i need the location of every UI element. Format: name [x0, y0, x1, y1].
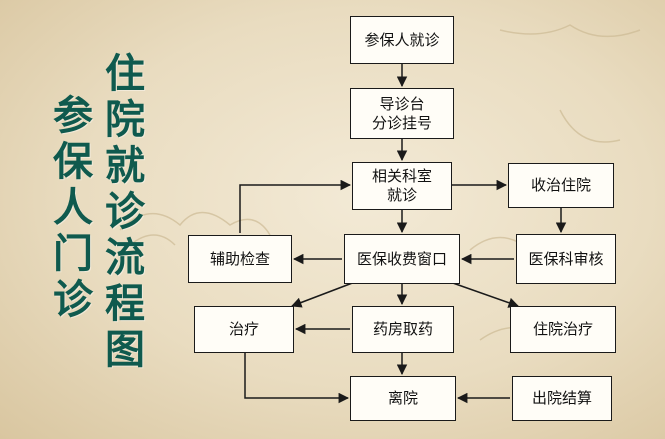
node-n7: 医保科审核	[516, 234, 616, 284]
node-n1-label: 参保人就诊	[364, 30, 440, 49]
node-n3-label-1: 相关科室	[371, 167, 432, 186]
node-n2-label-2: 分诊挂号	[371, 113, 432, 132]
node-n6-label: 医保收费窗口	[356, 249, 447, 268]
node-n1: 参保人就诊	[350, 16, 454, 64]
node-n6: 医保收费窗口	[344, 234, 460, 284]
node-n4: 收治住院	[508, 163, 614, 208]
node-n2: 导诊台 分诊挂号	[350, 88, 454, 139]
edge-n5-n3	[239, 179, 352, 233]
node-n9: 药房取药	[352, 306, 454, 353]
node-n10-label: 住院治疗	[532, 320, 593, 339]
node-n8-label: 治疗	[228, 320, 259, 339]
node-n2-label-1: 导诊台	[379, 94, 425, 113]
edge-n6-n8	[291, 281, 356, 308]
node-n8: 治疗	[194, 306, 294, 353]
node-n4-label: 收治住院	[530, 176, 591, 195]
node-n11: 离院	[350, 376, 456, 421]
diagram-title: 住院就诊流程图	[98, 52, 144, 374]
node-n12: 出院结算	[512, 376, 612, 421]
node-n5: 辅助检查	[188, 235, 292, 283]
node-n3-label-2: 就诊	[386, 186, 417, 204]
node-n10: 住院治疗	[510, 306, 616, 353]
node-n11-label: 离院	[387, 389, 418, 408]
node-n9-label: 药房取药	[372, 320, 433, 339]
node-n3: 相关科室 就诊	[352, 162, 452, 210]
node-n7-label: 医保科审核	[528, 249, 604, 268]
diagram-subtitle: 参保人门诊	[46, 94, 92, 324]
node-n12-label: 出院结算	[531, 389, 592, 408]
edge-n8-n11	[244, 353, 350, 404]
node-n5-label: 辅助检查	[209, 249, 270, 268]
edge-n6-n10	[449, 281, 519, 308]
